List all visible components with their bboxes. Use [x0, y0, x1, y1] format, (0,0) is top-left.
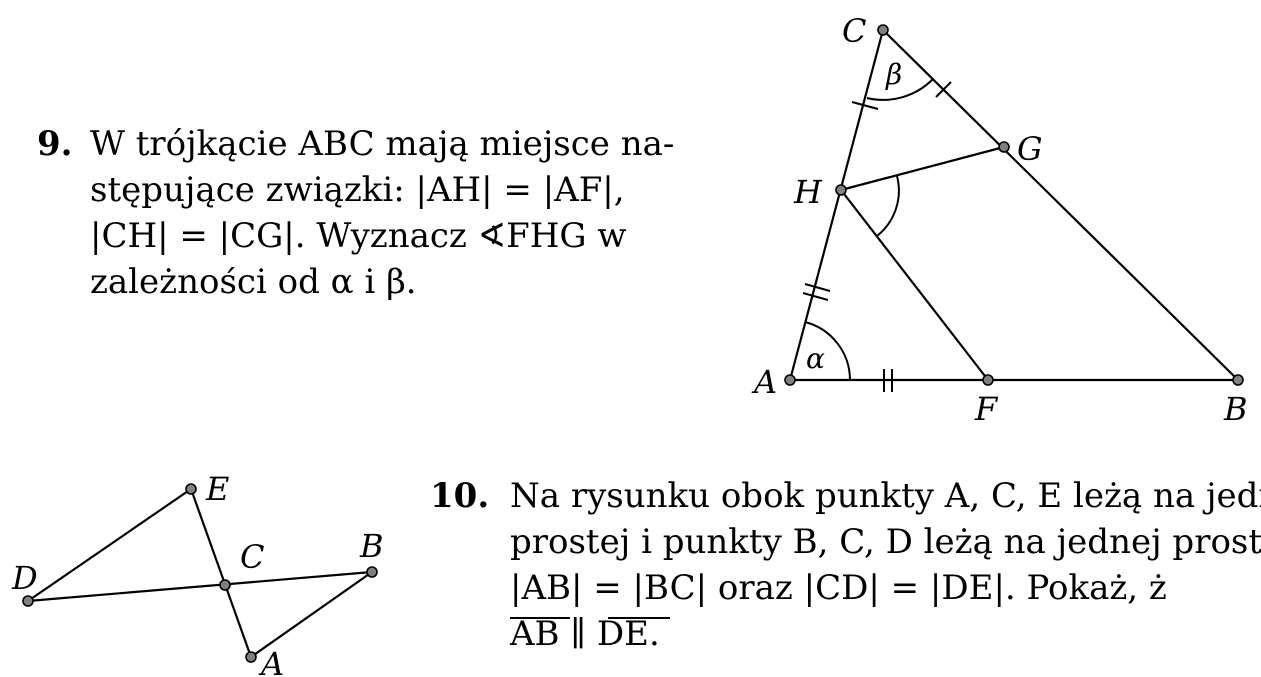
angle-arc-FHG — [876, 175, 900, 237]
problem-9-number: 9. — [37, 124, 73, 164]
problem-9-line-4: zależności od α i β. — [90, 262, 417, 302]
label-beta: β — [885, 58, 902, 91]
segment-DB — [27, 570, 373, 603]
segment-DE — [27, 488, 192, 602]
problem-10-line-2: prostej i punkty B, C, D leżą na jednej … — [510, 522, 1261, 562]
tick-CG — [935, 81, 952, 98]
label-F: F — [974, 390, 999, 428]
point-B — [1232, 374, 1244, 386]
point-H — [835, 184, 847, 196]
label-B: B — [1223, 390, 1248, 428]
label-C: C — [842, 12, 866, 50]
point-C — [877, 24, 889, 36]
label-D: D — [11, 559, 38, 597]
label-H: H — [793, 173, 823, 211]
label-E: E — [205, 470, 229, 508]
segment-CB — [882, 29, 1239, 381]
bowtie-figure: D E C B A — [11, 470, 384, 677]
point-B — [366, 566, 378, 578]
tick-AH-2 — [802, 292, 829, 301]
angle-arc-alpha — [804, 321, 851, 381]
point-G — [998, 141, 1010, 153]
tick-AH-1 — [804, 283, 831, 292]
label-C: C — [240, 538, 264, 576]
point-A — [245, 651, 257, 663]
segment-AB — [250, 571, 373, 658]
segment-HF — [840, 189, 989, 381]
point-F — [982, 374, 994, 386]
tick-CH — [851, 101, 879, 110]
problem-9-line-1: W trójkącie ABC mają miejsce na- — [90, 124, 675, 164]
problem-9-line-2: stępujące związki: |AH| = |AF|, — [90, 170, 625, 210]
label-A: A — [258, 645, 284, 677]
triangle-figure: A B C F G H α β — [751, 12, 1248, 428]
problem-10-number: 10. — [430, 476, 490, 516]
problem-9-line-3: |CH| = |CG|. Wyznacz ∢FHG w — [90, 216, 627, 256]
label-A: A — [751, 363, 777, 401]
point-A — [784, 374, 796, 386]
problem-10-text: Na rysunku obok punkty A, C, E leżą na j… — [510, 473, 1261, 657]
problem-10-line-4: AB ∥ DE. — [510, 614, 660, 654]
point-D — [22, 595, 34, 607]
problem-10-line-1: Na rysunku obok punkty A, C, E leżą na j… — [510, 476, 1261, 516]
label-B: B — [359, 527, 384, 565]
label-G: G — [1017, 130, 1043, 168]
segment-HG — [840, 145, 1005, 192]
problem-9-text: W trójkącie ABC mają miejsce na- stępują… — [90, 121, 674, 305]
point-C — [219, 579, 231, 591]
segment-EA — [189, 488, 253, 658]
problem-10-line-3: |AB| = |BC| oraz |CD| = |DE|. Pokaż, ż — [510, 568, 1167, 608]
point-E — [185, 483, 197, 495]
angle-arc-beta — [866, 78, 934, 101]
label-alpha: α — [806, 342, 825, 375]
